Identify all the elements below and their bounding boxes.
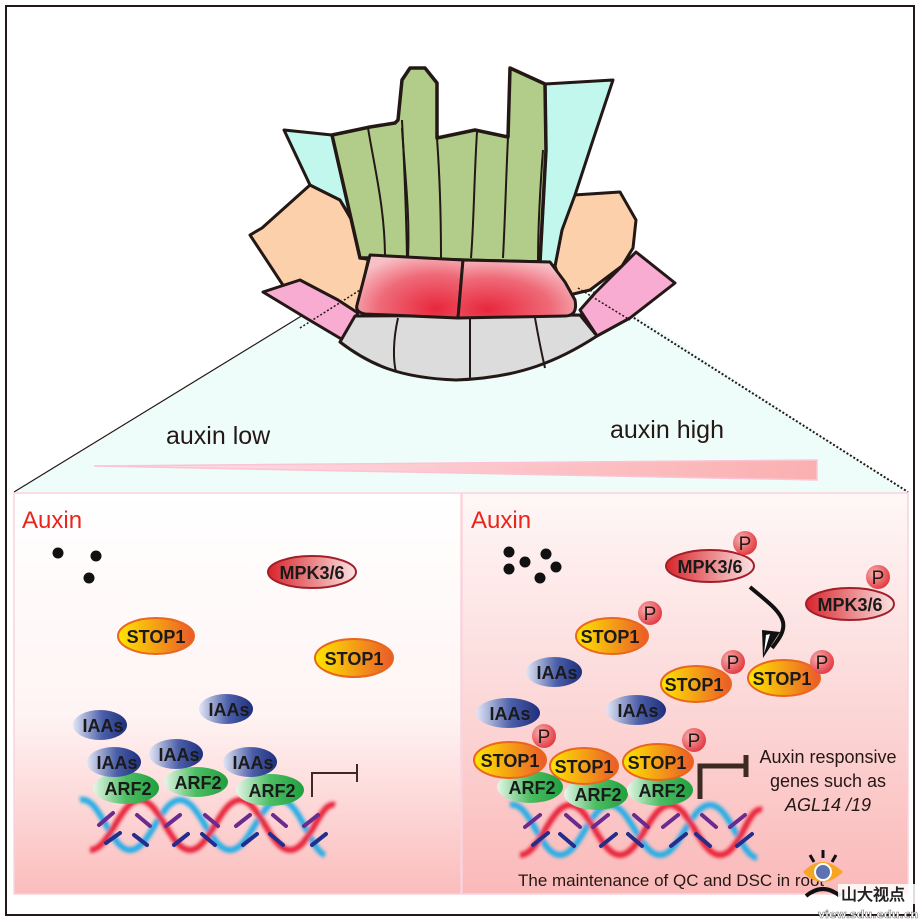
target-genes-line2: genes such as <box>770 771 886 791</box>
repression-arrow-right <box>697 755 749 799</box>
watermark-eye-icon <box>803 850 843 898</box>
iaas-right-3: IAAs <box>606 695 666 725</box>
qc-cell-left <box>355 253 465 320</box>
auxin-gradient-wedge <box>93 459 818 481</box>
iaas-left-4: IAAs <box>149 739 203 769</box>
left-panel <box>13 492 462 895</box>
stop1-left-2: STOP1 <box>314 638 394 678</box>
svg-text:ARF2: ARF2 <box>638 781 685 801</box>
stop1-bound-right-3: STOP1 P <box>622 728 706 781</box>
svg-text:IAAs: IAAs <box>536 663 577 683</box>
left-panel-title: Auxin <box>22 507 82 534</box>
svg-text:STOP1: STOP1 <box>581 627 640 647</box>
svg-text:IAAs: IAAs <box>617 701 658 721</box>
svg-text:IAAs: IAAs <box>208 700 249 720</box>
auxin-dots-right <box>503 546 562 584</box>
stop1-right-3: STOP1 P <box>747 650 834 697</box>
svg-text:ARF2: ARF2 <box>508 778 555 798</box>
iaas-left-3: IAAs <box>87 747 141 777</box>
auxin-low-label: auxin low <box>166 422 271 450</box>
iaas-right-1: IAAs <box>526 657 582 687</box>
arf2-right-2: ARF2 <box>564 778 628 810</box>
arf2-right-1: ARF2 <box>497 771 563 803</box>
svg-text:MPK3/6: MPK3/6 <box>677 557 742 577</box>
panel-caption: The maintenance of QC and DSC in root <box>518 871 824 890</box>
svg-text:P: P <box>816 653 829 674</box>
svg-text:ARF2: ARF2 <box>574 785 621 805</box>
epidermis-left <box>261 278 360 342</box>
iaas-left-1: IAAs <box>73 710 127 740</box>
svg-text:ARF2: ARF2 <box>248 781 295 801</box>
svg-text:IAAs: IAAs <box>82 716 123 736</box>
arf2-right-3: ARF2 <box>627 774 693 806</box>
zoom-line-left <box>13 284 353 493</box>
svg-text:P: P <box>727 653 740 674</box>
stop1-right-2: STOP1 P <box>660 650 745 703</box>
watermark-brand: 山大视点 <box>841 885 905 904</box>
repression-arrow-left <box>311 764 358 797</box>
svg-text:ARF2: ARF2 <box>104 779 151 799</box>
phosphorylation-arrow <box>748 585 786 658</box>
svg-text:IAAs: IAAs <box>232 753 273 773</box>
watermark-url: view.sdu.edu.cn <box>818 908 918 921</box>
svg-text:IAAs: IAAs <box>489 704 530 724</box>
right-panel-title: Auxin <box>471 507 531 534</box>
stop1-bound-right-2: STOP1 <box>549 747 619 785</box>
svg-text:STOP1: STOP1 <box>665 675 724 695</box>
svg-text:STOP1: STOP1 <box>628 753 687 773</box>
columella-cell-walls <box>392 317 546 380</box>
svg-text:IAAs: IAAs <box>158 745 199 765</box>
iaas-left-5: IAAs <box>223 747 277 777</box>
iaas-left-2: IAAs <box>199 694 253 724</box>
svg-text:STOP1: STOP1 <box>481 751 540 771</box>
mpk-right-2: MPK3/6 P <box>805 565 895 621</box>
svg-text:STOP1: STOP1 <box>127 627 186 647</box>
mpk-right-1: MPK3/6 P <box>665 531 757 583</box>
svg-text:P: P <box>538 727 551 748</box>
arf2-left-3: ARF2 <box>236 774 304 806</box>
iaas-right-2: IAAs <box>476 698 540 728</box>
svg-text:P: P <box>644 604 657 625</box>
stop1-left-1: STOP1 <box>117 617 195 655</box>
columella <box>338 313 599 382</box>
svg-text:IAAs: IAAs <box>96 753 137 773</box>
stop1-right-1: STOP1 P <box>575 601 662 655</box>
zoom-line-right <box>589 289 909 493</box>
arf2-left-2: ARF2 <box>164 767 228 797</box>
zoom-projection <box>14 285 908 492</box>
arf2-left-1: ARF2 <box>93 772 159 804</box>
figure-frame <box>5 5 915 916</box>
target-genes-line1: Auxin responsive <box>759 747 896 767</box>
svg-text:P: P <box>688 731 701 752</box>
svg-text:ARF2: ARF2 <box>174 773 221 793</box>
svg-text:STOP1: STOP1 <box>753 669 812 689</box>
epidermis-right <box>578 250 677 338</box>
svg-text:STOP1: STOP1 <box>555 757 614 777</box>
svg-text:MPK3/6: MPK3/6 <box>279 563 344 583</box>
svg-text:MPK3/6: MPK3/6 <box>817 595 882 615</box>
watermark: 山大视点 view.sdu.edu.cn <box>803 850 918 921</box>
svg-text:P: P <box>739 534 752 555</box>
auxin-high-label: auxin high <box>610 416 724 444</box>
stele-cell-walls <box>367 119 544 263</box>
root-tip-illustration <box>248 66 677 382</box>
mpk-left: MPK3/6 <box>267 555 357 589</box>
auxin-dots-left <box>52 547 102 584</box>
dna-helix-right <box>509 801 763 861</box>
target-genes-line3: AGL14 /19 <box>784 795 871 815</box>
svg-text:P: P <box>872 568 885 589</box>
qc-cell-right <box>456 258 577 320</box>
stop1-bound-right-1: STOP1 P <box>473 724 556 779</box>
svg-text:STOP1: STOP1 <box>325 649 384 669</box>
